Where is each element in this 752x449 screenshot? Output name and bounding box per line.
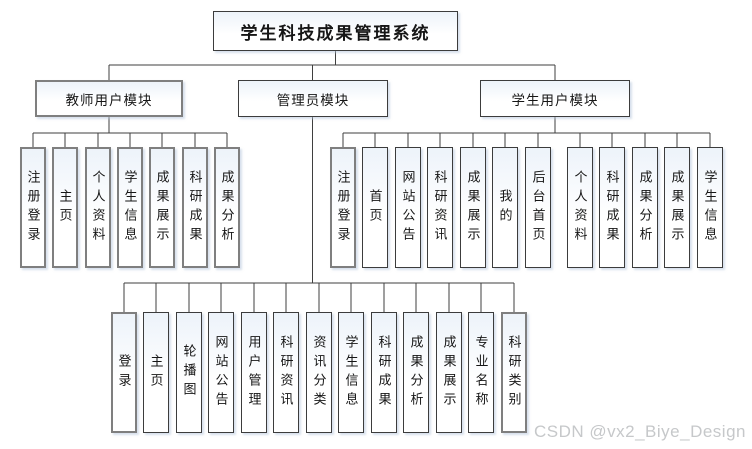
node-label: 成果展示 xyxy=(465,169,481,246)
node-student-achievement-analysis: 成果分析 xyxy=(632,147,658,268)
node-backend-major-name: 专业名称 xyxy=(468,312,494,433)
node-label: 科研成果 xyxy=(187,169,203,246)
node-label: 学生信息 xyxy=(343,334,359,411)
node-label: 轮播图 xyxy=(181,344,197,401)
node-label: 科研资讯 xyxy=(432,169,448,246)
node-label: 个人资料 xyxy=(572,169,588,246)
node-teacher-research-achievements: 科研成果 xyxy=(182,147,208,268)
node-admin-research-news: 科研资讯 xyxy=(427,147,453,268)
node-label: 注册登录 xyxy=(335,169,351,246)
node-label: 成果展示 xyxy=(669,169,685,246)
csdn-watermark: CSDN @vx2_Biye_Design xyxy=(533,422,746,441)
node-admin-site-announcement: 网站公告 xyxy=(395,147,421,268)
node-backend-site-announcement: 网站公告 xyxy=(208,312,234,433)
node-admin-mine: 我的 xyxy=(492,147,518,268)
node-label: 登录 xyxy=(116,353,132,392)
node-label: 成果分析 xyxy=(408,334,424,411)
node-student-achievement-display: 成果展示 xyxy=(664,147,690,268)
node-backend-research-category: 科研类别 xyxy=(501,312,527,433)
node-teacher-achievement-display: 成果展示 xyxy=(149,147,175,268)
node-student-profile: 个人资料 xyxy=(567,147,593,268)
node-label: 成果展示 xyxy=(154,169,170,246)
node-teacher-achievement-analysis: 成果分析 xyxy=(214,147,240,268)
node-label: 网站公告 xyxy=(213,334,229,411)
node-teacher-register-login: 注册登录 xyxy=(20,147,46,268)
node-label: 成果分析 xyxy=(637,169,653,246)
node-label: 科研资讯 xyxy=(278,334,294,411)
node-label: 首页 xyxy=(367,188,383,227)
node-label: 科研类别 xyxy=(506,334,522,411)
node-backend-research-news: 科研资讯 xyxy=(273,312,299,433)
node-backend-home: 主页 xyxy=(143,312,169,433)
node-label: 资讯分类 xyxy=(311,334,327,411)
node-backend-student-info: 学生信息 xyxy=(338,312,364,433)
node-label: 主页 xyxy=(148,353,164,392)
node-label: 个人资料 xyxy=(90,169,106,246)
node-label: 后台首页 xyxy=(530,169,546,246)
node-label: 用户管理 xyxy=(246,334,262,411)
node-label: 成果展示 xyxy=(441,334,457,411)
node-backend-carousel: 轮播图 xyxy=(176,312,202,433)
node-teacher-profile: 个人资料 xyxy=(85,147,111,268)
node-backend-login: 登录 xyxy=(111,312,137,433)
node-label: 主页 xyxy=(57,188,73,227)
node-label: 专业名称 xyxy=(473,334,489,411)
node-teacher-student-info: 学生信息 xyxy=(117,147,143,268)
node-student-research-achievements: 科研成果 xyxy=(599,147,625,268)
node-admin-achievement-display: 成果展示 xyxy=(460,147,486,268)
module-teacher: 教师用户模块 xyxy=(35,80,183,117)
node-admin-homepage: 首页 xyxy=(362,147,388,268)
node-admin-backend-home: 后台首页 xyxy=(525,147,551,268)
node-label: 网站公告 xyxy=(400,169,416,246)
node-teacher-home: 主页 xyxy=(52,147,78,268)
node-student-student-info: 学生信息 xyxy=(697,147,723,268)
node-label: 科研成果 xyxy=(604,169,620,246)
node-root-system: 学生科技成果管理系统 xyxy=(213,11,458,51)
node-backend-achievement-analysis: 成果分析 xyxy=(403,312,429,433)
node-backend-news-category: 资讯分类 xyxy=(306,312,332,433)
node-admin-register-login: 注册登录 xyxy=(330,147,356,268)
node-label: 学生信息 xyxy=(122,169,138,246)
node-backend-achievement-display: 成果展示 xyxy=(436,312,462,433)
node-label: 注册登录 xyxy=(25,169,41,246)
node-label: 学生信息 xyxy=(702,169,718,246)
node-label: 我的 xyxy=(497,188,513,227)
node-backend-user-management: 用户管理 xyxy=(241,312,267,433)
node-label: 科研成果 xyxy=(376,334,392,411)
module-admin: 管理员模块 xyxy=(238,80,388,117)
node-label: 成果分析 xyxy=(219,169,235,246)
node-backend-research-achievements: 科研成果 xyxy=(371,312,397,433)
module-student: 学生用户模块 xyxy=(480,80,630,117)
